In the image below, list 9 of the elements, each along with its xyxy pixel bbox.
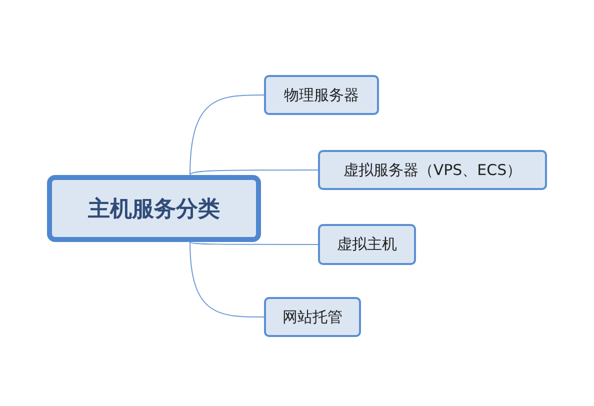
topic-box: 虚拟主机 [318, 224, 416, 265]
connector-line [190, 242, 318, 245]
connector-line [190, 170, 318, 176]
connector-line [190, 242, 264, 318]
central-topic-box: 主机服务分类 [47, 175, 261, 242]
topic-box: 网站托管 [264, 297, 361, 337]
connector-line [190, 94, 264, 176]
topic-box: 物理服务器 [264, 75, 379, 115]
topic-box: 虚拟服务器（VPS、ECS） [318, 150, 547, 190]
